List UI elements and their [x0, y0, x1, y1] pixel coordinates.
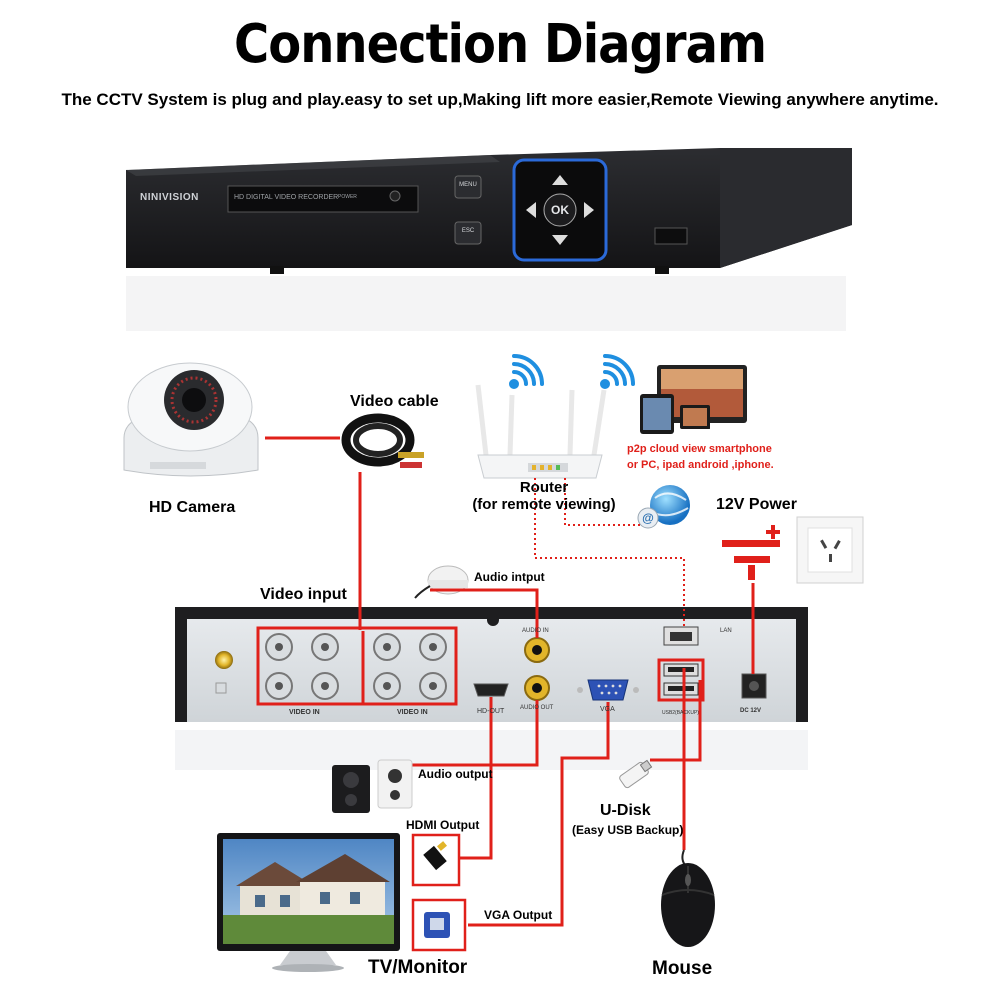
power-12v-label: 12V Power [716, 496, 797, 513]
audio-input-label: Audio intput [474, 570, 545, 584]
video-input-label: Video input [260, 586, 347, 603]
connection-lines [256, 436, 755, 927]
speakers-image [332, 759, 413, 813]
network-lines [534, 478, 685, 627]
hdmi-cable-image [411, 833, 461, 887]
svg-text:@: @ [642, 511, 654, 525]
lan-label: LAN [720, 628, 732, 634]
hd-camera-label: HD Camera [149, 499, 236, 516]
p2p-text-line2: or PC, ipad android ,iphone. [627, 459, 774, 471]
dvr-brand-logo: NINIVISION [140, 192, 199, 203]
mouse-image [661, 849, 715, 947]
hdmi-output-label: HDMI Output [406, 818, 480, 832]
remote-devices-image [640, 365, 747, 434]
vga-label: VGA [600, 706, 615, 713]
dc-label: DC 12V [740, 708, 762, 714]
dvr-panel-text: HD DIGITAL VIDEO RECORDER [234, 194, 339, 201]
usb-flash-drive-image [619, 759, 653, 789]
hdmi-out-label: HD-OUT [477, 708, 505, 715]
udisk-label: U-Disk [600, 802, 651, 819]
wifi-icon [600, 354, 635, 389]
internet-globe-icon: @ [637, 485, 690, 529]
router-label: Router [519, 479, 569, 496]
dvr-rear-panel [175, 607, 808, 770]
p2p-text-line1: p2p cloud view smartphone [627, 443, 772, 455]
dome-camera-image [123, 362, 259, 477]
udisk-sublabel: (Easy USB Backup) [572, 823, 684, 837]
dvr-front-unit [126, 148, 852, 331]
bnc-connectors [265, 633, 447, 700]
router-image [475, 354, 635, 479]
video-in-label: VIDEO IN [397, 709, 428, 716]
ok-button[interactable]: OK [551, 203, 569, 217]
usb-label: USB2(BACKUP) [662, 710, 699, 716]
vga-cable-image [411, 898, 467, 952]
video-cable-label: Video cable [350, 393, 439, 410]
dvr-power-text: POWER [338, 194, 357, 200]
rca-jacks [524, 637, 550, 701]
menu-button[interactable]: MENU [459, 182, 477, 188]
power-symbol-icon [722, 525, 780, 580]
page-subtitle: The CCTV System is plug and play.easy to… [61, 90, 939, 109]
router-sublabel: (for remote viewing) [472, 496, 616, 513]
video-in-label: VIDEO IN [289, 709, 320, 716]
mouse-label: Mouse [652, 958, 713, 979]
vga-output-label: VGA Output [484, 908, 553, 922]
hdmi-port [473, 683, 509, 697]
wifi-icon [509, 354, 544, 389]
microphone-image [414, 565, 469, 599]
video-cable-image [341, 413, 424, 468]
wall-socket-image [796, 516, 864, 584]
tv-monitor-label: TV/Monitor [368, 957, 468, 978]
audio-output-label: Audio output [418, 767, 493, 781]
audio-out-label: AUDIO OUT [520, 705, 554, 711]
page-title: Connection Diagram [234, 12, 767, 76]
esc-button[interactable]: ESC [461, 228, 475, 234]
vga-port [577, 679, 639, 701]
monitor-image [217, 833, 400, 972]
audio-in-label: AUDIO IN [522, 628, 549, 634]
